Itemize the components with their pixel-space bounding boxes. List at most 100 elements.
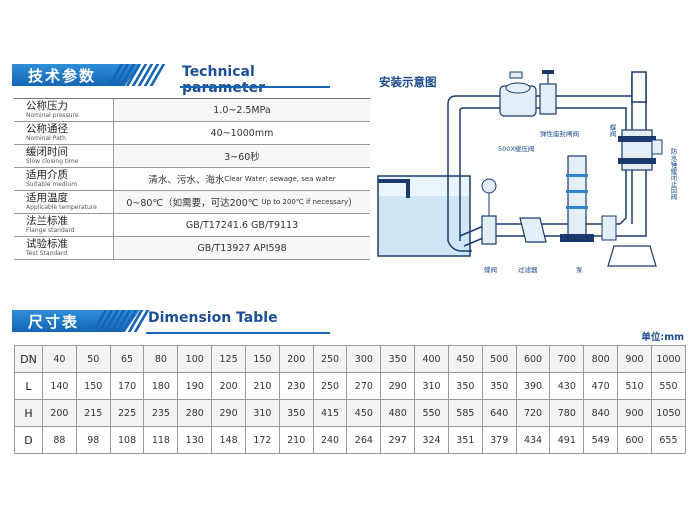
tech-row-value: GB/T13927 API598	[114, 237, 370, 259]
table-cell: 150	[244, 345, 280, 373]
table-cell: 500	[481, 345, 517, 373]
table-cell: 310	[414, 372, 449, 400]
row-header: DN	[14, 345, 43, 373]
tech-row-label: 公称通径 Nominal Path	[14, 122, 114, 144]
table-cell: 550	[414, 399, 449, 427]
table-cell: 200	[278, 345, 314, 373]
table-cell: 240	[312, 426, 348, 454]
table-cell: 550	[650, 372, 687, 400]
table-cell: 264	[346, 426, 382, 454]
table-cell: 1050	[650, 399, 687, 427]
tech-section-tab	[12, 64, 140, 86]
tech-row-flange-standard: 法兰标准 Flange standard GB/T17241.6 GB/T911…	[14, 214, 370, 237]
bottom-valves	[481, 178, 657, 267]
water-tank	[377, 175, 471, 257]
table-cell: 300	[346, 345, 382, 373]
tech-row-label-en: Suitable medium	[26, 181, 78, 188]
table-cell: 172	[244, 426, 280, 454]
table-cell: 324	[414, 426, 449, 454]
tech-row-label-cn: 适用温度	[26, 192, 68, 204]
table-cell: 130	[177, 426, 213, 454]
pump	[560, 155, 594, 242]
table-cell: 310	[244, 399, 280, 427]
tech-value-cn: 清水、污水、海水	[148, 175, 225, 186]
table-cell: 900	[617, 399, 652, 427]
tech-row-value: GB/T17241.6 GB/T9113	[185, 219, 299, 231]
table-cell: 480	[380, 399, 416, 427]
table-cell: 297	[380, 426, 416, 454]
table-cell: 290	[380, 372, 416, 400]
table-cell: 800	[583, 345, 619, 373]
dim-section-title-en: Dimension Table	[148, 310, 278, 326]
table-cell: 549	[583, 426, 619, 454]
tech-row-nominal-pressure: 公称压力 Nominal pressure 1.0~2.5MPa	[14, 99, 370, 122]
diagram-title: 安装示意图	[379, 75, 437, 89]
label-valve-500x: 500X缓压阀	[498, 145, 535, 153]
installation-diagram	[377, 70, 663, 267]
table-cell: 230	[278, 372, 314, 400]
tech-row-label: 法兰标准 Flange standard	[14, 214, 114, 236]
row-header: L	[14, 372, 43, 400]
tech-section-title-en: Technical parameter	[182, 64, 265, 96]
table-cell: 280	[177, 399, 213, 427]
tech-row-label: 缓闭时间 Slow closing time	[14, 145, 114, 167]
tech-value-cn: 0~80℃（如需要，可达200℃	[126, 198, 259, 209]
table-cell: 180	[143, 372, 179, 400]
table-cell: 210	[278, 426, 314, 454]
table-cell: 250	[312, 372, 348, 400]
tech-row-label: 适用介质 Suitable medium	[14, 168, 114, 190]
table-cell: 510	[617, 372, 652, 400]
table-cell: 655	[650, 426, 687, 454]
table-cell: 350	[481, 372, 517, 400]
table-cell: 491	[549, 426, 585, 454]
tech-row-label-en: Slow closing time	[26, 158, 79, 165]
label-pump: 泵	[576, 266, 583, 274]
tech-row-label-en: Nominal pressure	[26, 112, 79, 119]
table-cell: 270	[346, 372, 382, 400]
table-cell: 80	[143, 345, 179, 373]
row-header: H	[14, 399, 43, 427]
top-valves	[499, 70, 557, 117]
table-cell: 148	[211, 426, 246, 454]
tech-row-label-cn: 适用介质	[26, 169, 68, 181]
table-cell: 600	[515, 345, 551, 373]
label-check-valve: 防水锤缓闭止回阀	[669, 148, 677, 200]
tech-row-label-en: Applicable temperature	[26, 204, 97, 211]
table-cell: 170	[109, 372, 145, 400]
tech-value-en: Up to 200℃ if necessary	[261, 198, 349, 206]
table-cell: 900	[617, 345, 652, 373]
table-cell: 350	[447, 372, 483, 400]
tech-row-slow-closing-time: 缓闭时间 Slow closing time 3~60秒	[14, 145, 370, 168]
tech-value-end: ）	[348, 198, 358, 209]
table-cell: 108	[109, 426, 145, 454]
table-cell: 470	[583, 372, 619, 400]
tech-row-label-cn: 法兰标准	[26, 215, 68, 227]
label-butterfly: 蝶阀	[484, 266, 497, 274]
table-cell: 65	[109, 345, 145, 373]
table-cell: 350	[380, 345, 416, 373]
table-cell: 225	[109, 399, 145, 427]
table-cell: 450	[346, 399, 382, 427]
table-cell: 720	[515, 399, 551, 427]
tech-row-value: 3~60秒	[114, 145, 370, 167]
label-vertical-valve: 蝶阀	[608, 124, 616, 137]
table-cell: 250	[312, 345, 348, 373]
dim-section-header: 尺寸表 Dimension Table	[12, 310, 330, 334]
tech-row-applicable-temperature: 适用温度 Applicable temperature 0~80℃（如需要，可达…	[14, 191, 370, 214]
table-cell: 200	[42, 399, 77, 427]
table-cell: 118	[143, 426, 179, 454]
tech-row-label-cn: 公称压力	[26, 100, 68, 112]
tech-row-value: 0~80℃（如需要，可达200℃ Up to 200℃ if necessary…	[114, 191, 370, 213]
row-header: D	[14, 426, 43, 454]
tech-row-test-standard: 试验标准 Test Standard GB/T13927 API598	[14, 237, 370, 260]
table-cell: 88	[42, 426, 77, 454]
table-cell: 350	[278, 399, 314, 427]
label-valve-top: 弹性座封闸阀	[540, 130, 579, 138]
dim-section-title-cn: 尺寸表	[28, 313, 80, 331]
table-cell: 415	[312, 399, 348, 427]
